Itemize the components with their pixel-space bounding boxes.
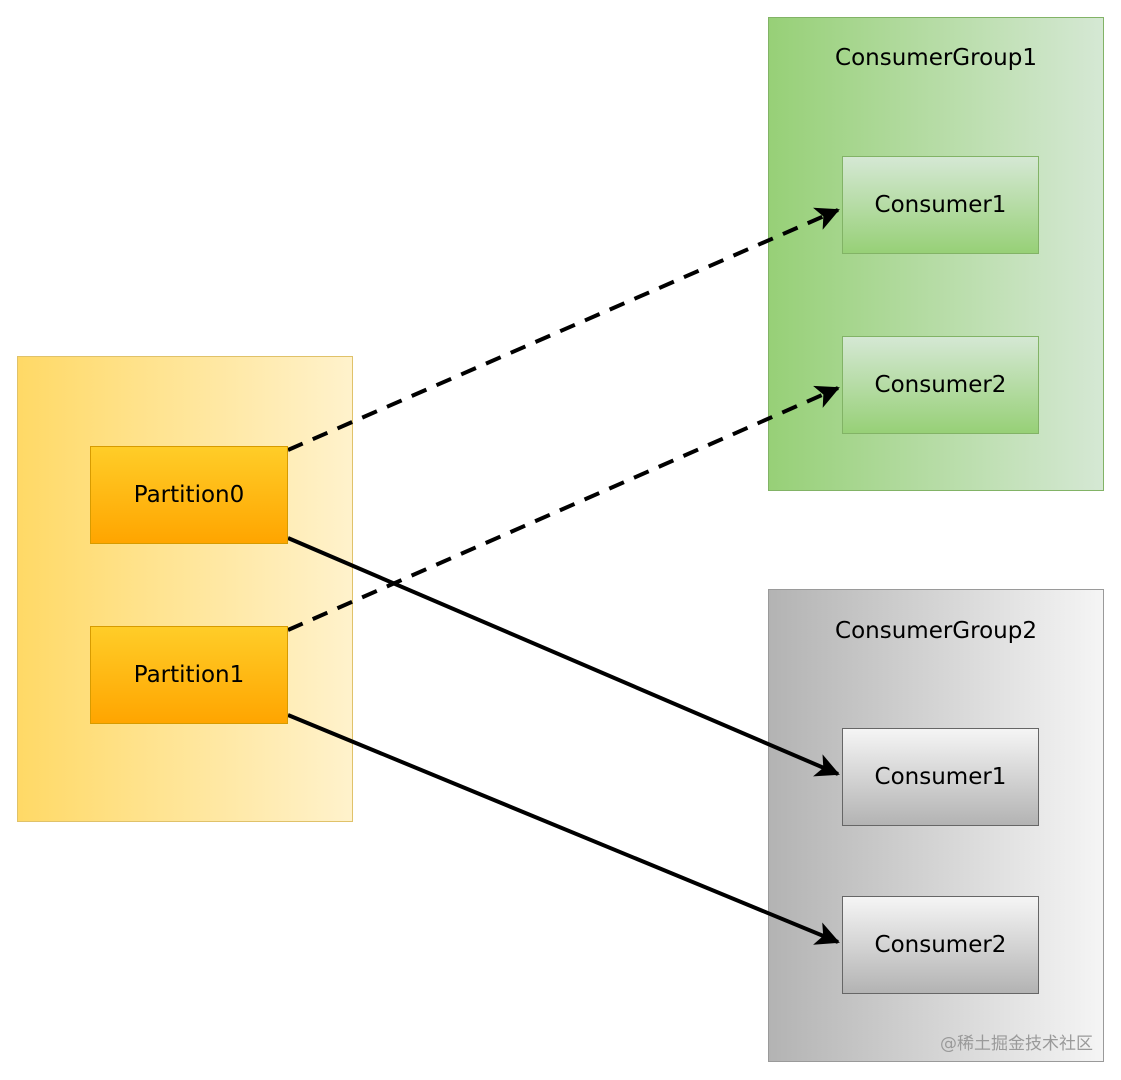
cg1-consumer2-node[interactable]: Consumer2 — [842, 336, 1039, 434]
watermark-text: @稀土掘金技术社区 — [940, 1034, 1093, 1054]
cg1-consumer1-node[interactable]: Consumer1 — [842, 156, 1039, 254]
consumer-group-2-title: ConsumerGroup2 — [835, 618, 1037, 644]
edge-partition1-cg2-consumer2 — [287, 713, 840, 945]
edge-partition0-cg1-consumer1 — [287, 207, 840, 452]
partition1-node[interactable]: Partition1 — [90, 626, 288, 724]
edge-partition1-cg1-consumer2 — [287, 385, 840, 632]
partitions-container — [17, 356, 353, 822]
edge-partition0-cg2-consumer1 — [287, 536, 840, 777]
cg2-consumer1-node[interactable]: Consumer1 — [842, 728, 1039, 826]
partition0-node[interactable]: Partition0 — [90, 446, 288, 544]
cg2-consumer2-node[interactable]: Consumer2 — [842, 896, 1039, 994]
consumer-group-1-title: ConsumerGroup1 — [835, 45, 1037, 71]
